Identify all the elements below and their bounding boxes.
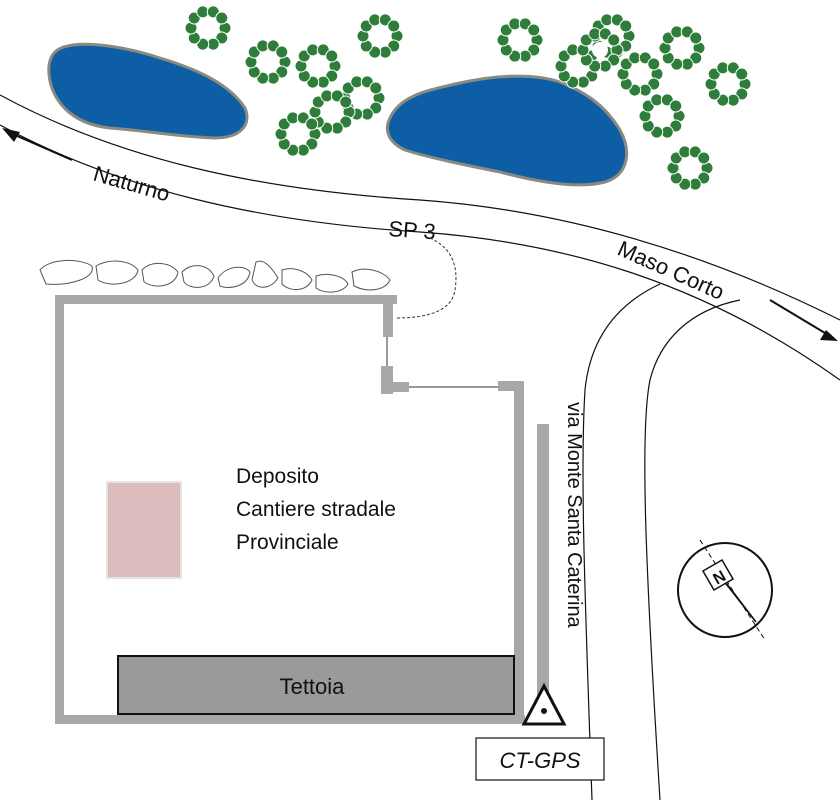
site-walls <box>55 295 549 724</box>
tree-icon <box>294 43 342 89</box>
dashed-path <box>395 237 457 319</box>
tree-icon <box>704 61 752 107</box>
tree-icon <box>616 51 664 97</box>
tree-icon <box>576 27 624 73</box>
stone-row <box>39 260 391 293</box>
arrow-east-icon <box>769 299 838 341</box>
side-road-west-edge <box>582 283 661 800</box>
gps-point-icon <box>521 682 567 726</box>
tree-cluster <box>184 5 752 191</box>
tree-icon <box>496 17 544 63</box>
tree-icon <box>356 13 404 59</box>
site-name-line-3: Provinciale <box>236 531 339 554</box>
shed-tettoia <box>117 655 515 715</box>
tree-icon <box>638 93 686 139</box>
lake-east <box>385 74 629 187</box>
lake-west <box>47 42 249 140</box>
marked-area <box>106 481 182 579</box>
gps-label-box <box>475 737 605 781</box>
road-sp3-south-edge <box>0 124 840 381</box>
site-name-line-1: Deposito <box>236 465 319 488</box>
site-name-line-2: Cantiere stradale <box>236 498 396 521</box>
tree-icon <box>658 25 706 71</box>
tree-icon <box>244 39 292 85</box>
label-maso-corto: Maso Corto <box>614 236 728 305</box>
north-arrow-icon: N <box>677 539 773 641</box>
label-naturno: Naturno <box>91 161 173 207</box>
side-road-east-edge <box>644 299 741 800</box>
gps-label: CT-GPS <box>499 748 580 773</box>
label-sp3: SP 3 <box>388 216 437 244</box>
arrow-west-icon <box>2 128 73 161</box>
shed-label: Tettoia <box>280 674 346 699</box>
tree-icon <box>274 111 322 157</box>
tree-icon <box>184 5 232 51</box>
tree-icon <box>666 145 714 191</box>
road-sp3-north-edge <box>0 94 840 321</box>
label-via-monte-santa-caterina: via Monte Santa Caterina <box>563 402 585 629</box>
